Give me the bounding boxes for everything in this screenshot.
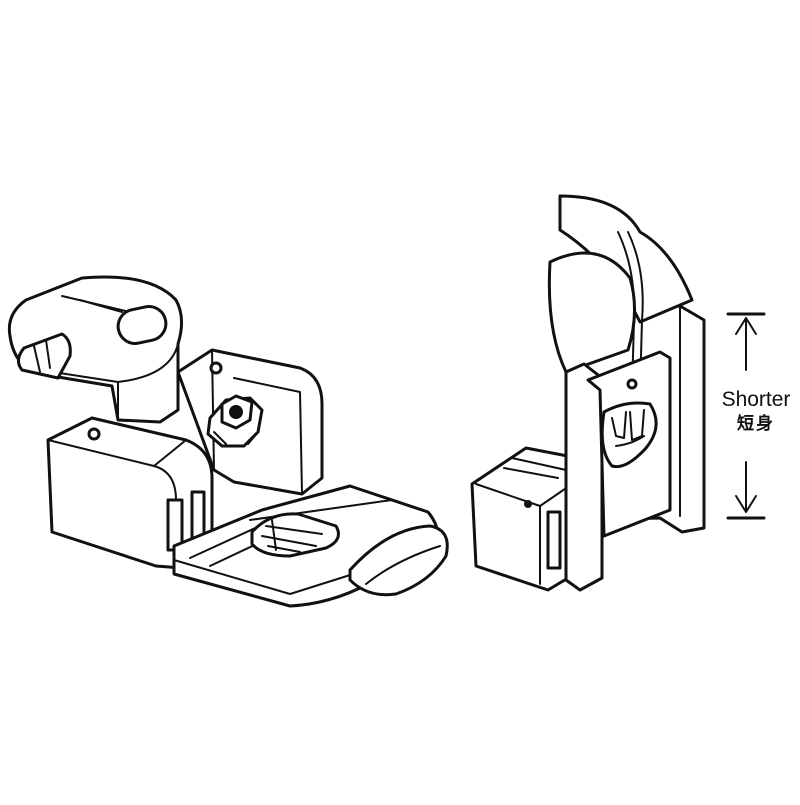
height-dimension xyxy=(726,312,766,520)
shank-screw xyxy=(17,332,72,380)
bottom-block xyxy=(470,446,580,592)
front-upright xyxy=(564,362,604,592)
dimension-label-english: Shorter xyxy=(721,388,791,411)
down-arrow-icon xyxy=(735,495,757,513)
shank-clamp xyxy=(7,275,183,424)
adjusting-screw xyxy=(206,394,264,448)
dimension-label-chinese: 短身 xyxy=(737,414,775,434)
foot-sole xyxy=(172,484,449,608)
clamp-slot xyxy=(116,305,168,345)
right-presser-foot xyxy=(470,194,706,592)
left-presser-foot xyxy=(7,275,449,608)
needle-guide xyxy=(600,378,658,469)
up-arrow-icon xyxy=(735,317,757,335)
curved-blade xyxy=(547,194,694,393)
